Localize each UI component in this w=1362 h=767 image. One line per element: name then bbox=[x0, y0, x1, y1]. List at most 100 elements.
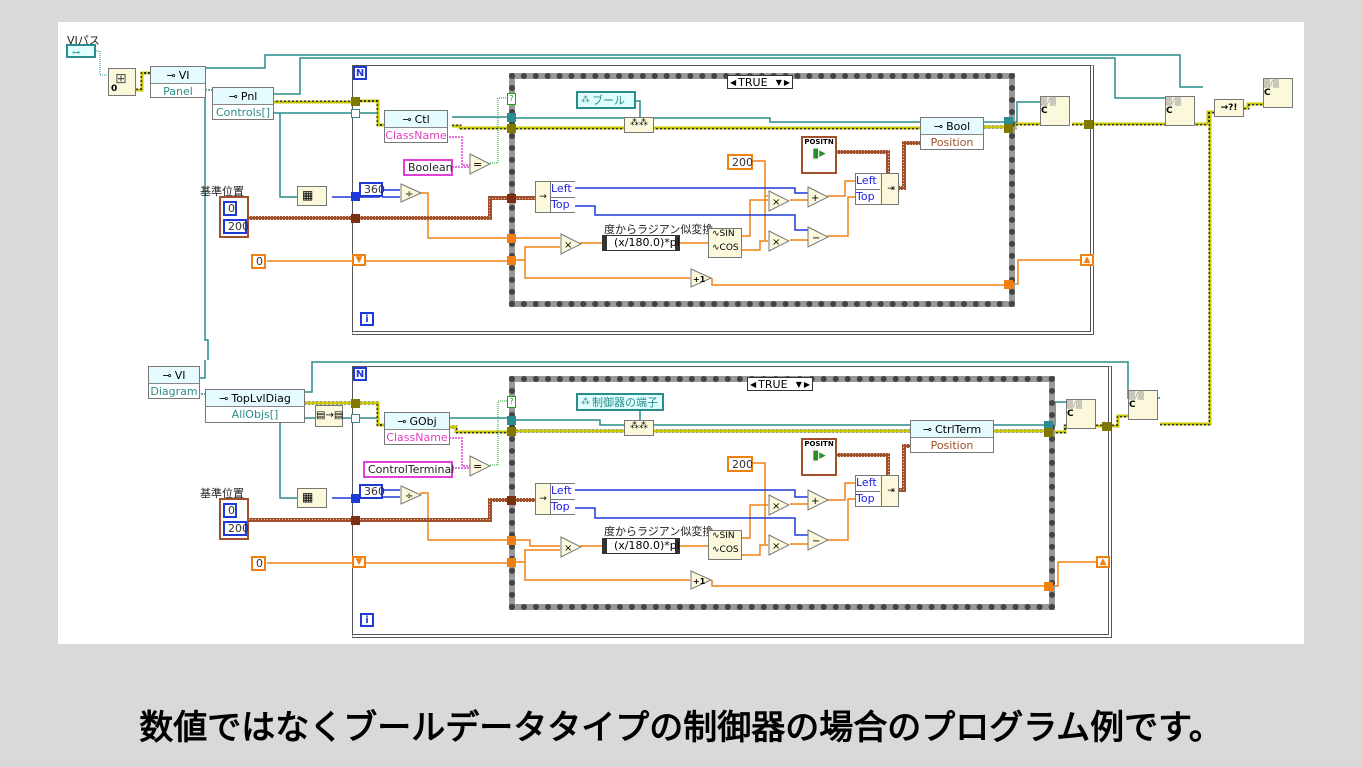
const-360-bottom[interactable]: 360 bbox=[359, 484, 385, 499]
array-size-node-bottom[interactable]: ▦ bbox=[297, 488, 327, 508]
vi-path-control[interactable]: ⊶ bbox=[66, 44, 96, 58]
dropdown-icon[interactable]: ▼ bbox=[775, 77, 782, 87]
unbundle-by-name-node[interactable]: → Left Top bbox=[535, 181, 575, 213]
panel-property[interactable]: Panel bbox=[163, 85, 193, 98]
allobjs-property[interactable]: AllObjs[] bbox=[231, 408, 279, 421]
equal-node[interactable]: = bbox=[469, 153, 492, 179]
close-reference-node-5[interactable]: ▒/▒ C bbox=[1128, 390, 1158, 420]
sin-icon: ∿SIN bbox=[712, 531, 735, 541]
classname-property[interactable]: ClassName bbox=[385, 129, 447, 142]
to-more-specific-class-node-bottom[interactable]: ⁂⁂ bbox=[624, 420, 654, 436]
divide-node-bottom[interactable]: ÷ bbox=[400, 485, 423, 509]
subtract-node[interactable]: − bbox=[807, 226, 830, 252]
multiply-node-3[interactable]: × bbox=[768, 230, 791, 256]
add-node[interactable]: + bbox=[807, 186, 830, 212]
sine-cosine-node-bottom[interactable]: ∿SIN ∿COS bbox=[708, 530, 742, 560]
formula-node-bottom[interactable]: (x/180.0)*pi bbox=[602, 538, 680, 554]
prev-case-icon[interactable]: ◀ bbox=[730, 77, 737, 87]
divide-node[interactable]: ÷ bbox=[400, 183, 423, 207]
multiply-node-1[interactable]: × bbox=[560, 233, 583, 259]
ref-top-value[interactable]: 200 bbox=[223, 219, 249, 234]
close-reference-node-3[interactable]: ▒/▒ C bbox=[1263, 78, 1293, 108]
ctl-property-node[interactable]: ⊸Ctl ClassName bbox=[384, 110, 448, 143]
sine-cosine-node[interactable]: ∿SIN ∿COS bbox=[708, 228, 742, 258]
vi-property-node-bottom[interactable]: ⊸VI Diagram bbox=[148, 366, 200, 399]
caption-text: 数値ではなくブールデータタイプの制御器の場合のプログラム例です。 bbox=[139, 708, 1223, 748]
bundle-by-name-node-bottom[interactable]: Left Top ⇥ bbox=[855, 475, 899, 507]
controlterminal-string-const[interactable]: ControlTerminal bbox=[363, 461, 454, 478]
next-case-icon[interactable]: ▶ bbox=[783, 77, 790, 87]
dropdown-icon[interactable]: ▼ bbox=[795, 379, 802, 389]
merge-errors-node[interactable]: →?! bbox=[1214, 99, 1244, 117]
increment-node[interactable]: +1 bbox=[690, 268, 713, 292]
unbundle-by-name-node-bottom[interactable]: → Left Top bbox=[535, 483, 575, 515]
unbundle-top: Top bbox=[551, 500, 575, 514]
svg-text:×: × bbox=[772, 237, 780, 248]
vi-class-label: VI bbox=[174, 368, 186, 382]
cos-icon: ∿COS bbox=[712, 545, 739, 555]
key-icon: ⊸ bbox=[922, 422, 932, 436]
multiply-node-1-bottom[interactable]: × bbox=[560, 536, 583, 562]
pnl-property-node[interactable]: ⊸Pnl Controls[] bbox=[212, 87, 274, 120]
controls-property[interactable]: Controls[] bbox=[215, 106, 271, 119]
formula-node[interactable]: (x/180.0)*pi bbox=[602, 235, 680, 251]
case-tunnel-angle bbox=[507, 234, 516, 243]
position-property[interactable]: Position bbox=[930, 136, 974, 149]
loop-iteration-terminal: i bbox=[360, 312, 374, 326]
diagram-property[interactable]: Diagram bbox=[150, 385, 198, 398]
close-reference-node-2[interactable]: ▒/▒ C bbox=[1165, 96, 1195, 126]
position-typedef-const-bottom[interactable]: POSITN ▮▸ bbox=[801, 438, 837, 476]
toplvldiag-property-node[interactable]: ⊸TopLvlDiag AllObjs[] bbox=[205, 389, 305, 423]
case-selector-top[interactable]: ◀ TRUE ▼ ▶ bbox=[727, 75, 793, 89]
boolean-class-const[interactable]: ⁂ブール bbox=[576, 91, 636, 109]
bool-property-node[interactable]: ⊸Bool Position bbox=[920, 117, 984, 150]
vi-property-node[interactable]: ⊸VI Panel bbox=[150, 66, 206, 98]
svg-text:÷: ÷ bbox=[405, 491, 413, 502]
bundle-left: Left bbox=[856, 174, 880, 190]
multiply-node-2-bottom[interactable]: × bbox=[768, 494, 791, 520]
loop-out-error bbox=[1102, 422, 1111, 431]
const-200[interactable]: 200 bbox=[727, 154, 753, 170]
ref-position-cluster[interactable]: 0 200 bbox=[219, 196, 249, 238]
next-case-icon[interactable]: ▶ bbox=[803, 379, 810, 389]
position-property[interactable]: Position bbox=[930, 439, 974, 452]
multiply-node-2[interactable]: × bbox=[768, 190, 791, 216]
classname-property[interactable]: ClassName bbox=[386, 431, 448, 444]
boolean-string-const[interactable]: Boolean bbox=[403, 159, 453, 176]
subtract-node-bottom[interactable]: − bbox=[807, 529, 830, 555]
reshape-array-node[interactable]: ▤→▤ bbox=[315, 405, 343, 427]
case-selector-value: TRUE bbox=[758, 377, 788, 391]
multiply-node-3-bottom[interactable]: × bbox=[768, 534, 791, 560]
key-icon: ⊸ bbox=[397, 414, 407, 428]
ref-left-value[interactable]: 0 bbox=[223, 503, 237, 518]
key-icon: ⊸ bbox=[228, 89, 238, 103]
ctrlterm-class-const[interactable]: ⁂制御器の端子 bbox=[576, 393, 664, 411]
array-size-node[interactable]: ▦ bbox=[297, 186, 327, 206]
case-selector-bottom[interactable]: ◀ TRUE ▼ ▶ bbox=[747, 377, 813, 391]
case-tunnel-ref bbox=[507, 113, 516, 122]
bundle-by-name-node[interactable]: Left Top ⇥ bbox=[855, 173, 899, 205]
gobj-property-node[interactable]: ⊸GObj ClassName bbox=[384, 412, 450, 445]
ref-left-value[interactable]: 0 bbox=[223, 201, 237, 216]
add-node-bottom[interactable]: + bbox=[807, 489, 830, 515]
shift-register-init-const[interactable]: 0 bbox=[251, 254, 266, 269]
const-200-bottom[interactable]: 200 bbox=[727, 456, 753, 472]
ctrlterm-property-node[interactable]: ⊸CtrlTerm Position bbox=[910, 420, 994, 453]
prev-case-icon[interactable]: ◀ bbox=[750, 379, 757, 389]
to-more-specific-class-node[interactable]: ⁂⁂ bbox=[624, 117, 654, 133]
increment-node-bottom[interactable]: +1 bbox=[690, 570, 713, 594]
const-360[interactable]: 360 bbox=[359, 182, 385, 197]
equal-node-bottom[interactable]: = bbox=[469, 455, 492, 481]
ref-top-value[interactable]: 200 bbox=[223, 521, 249, 536]
position-typedef-const[interactable]: POSITN ▮▸ bbox=[801, 136, 837, 174]
close-reference-node-4[interactable]: ▒/▒ C bbox=[1066, 399, 1096, 429]
open-vi-reference-node[interactable]: ⊞ 0 bbox=[108, 68, 136, 96]
ref-position-cluster-bottom[interactable]: 0 200 bbox=[219, 498, 249, 540]
close-ref-c: C bbox=[1041, 106, 1048, 116]
tunnel-index bbox=[351, 109, 360, 118]
shift-register-right: ▲ bbox=[1080, 254, 1094, 266]
close-reference-node-1[interactable]: ▒/▒ C bbox=[1040, 96, 1070, 126]
positn-label: POSITN bbox=[804, 440, 834, 448]
svg-text:÷: ÷ bbox=[405, 189, 413, 200]
shift-register-init-const-bottom[interactable]: 0 bbox=[251, 556, 266, 571]
